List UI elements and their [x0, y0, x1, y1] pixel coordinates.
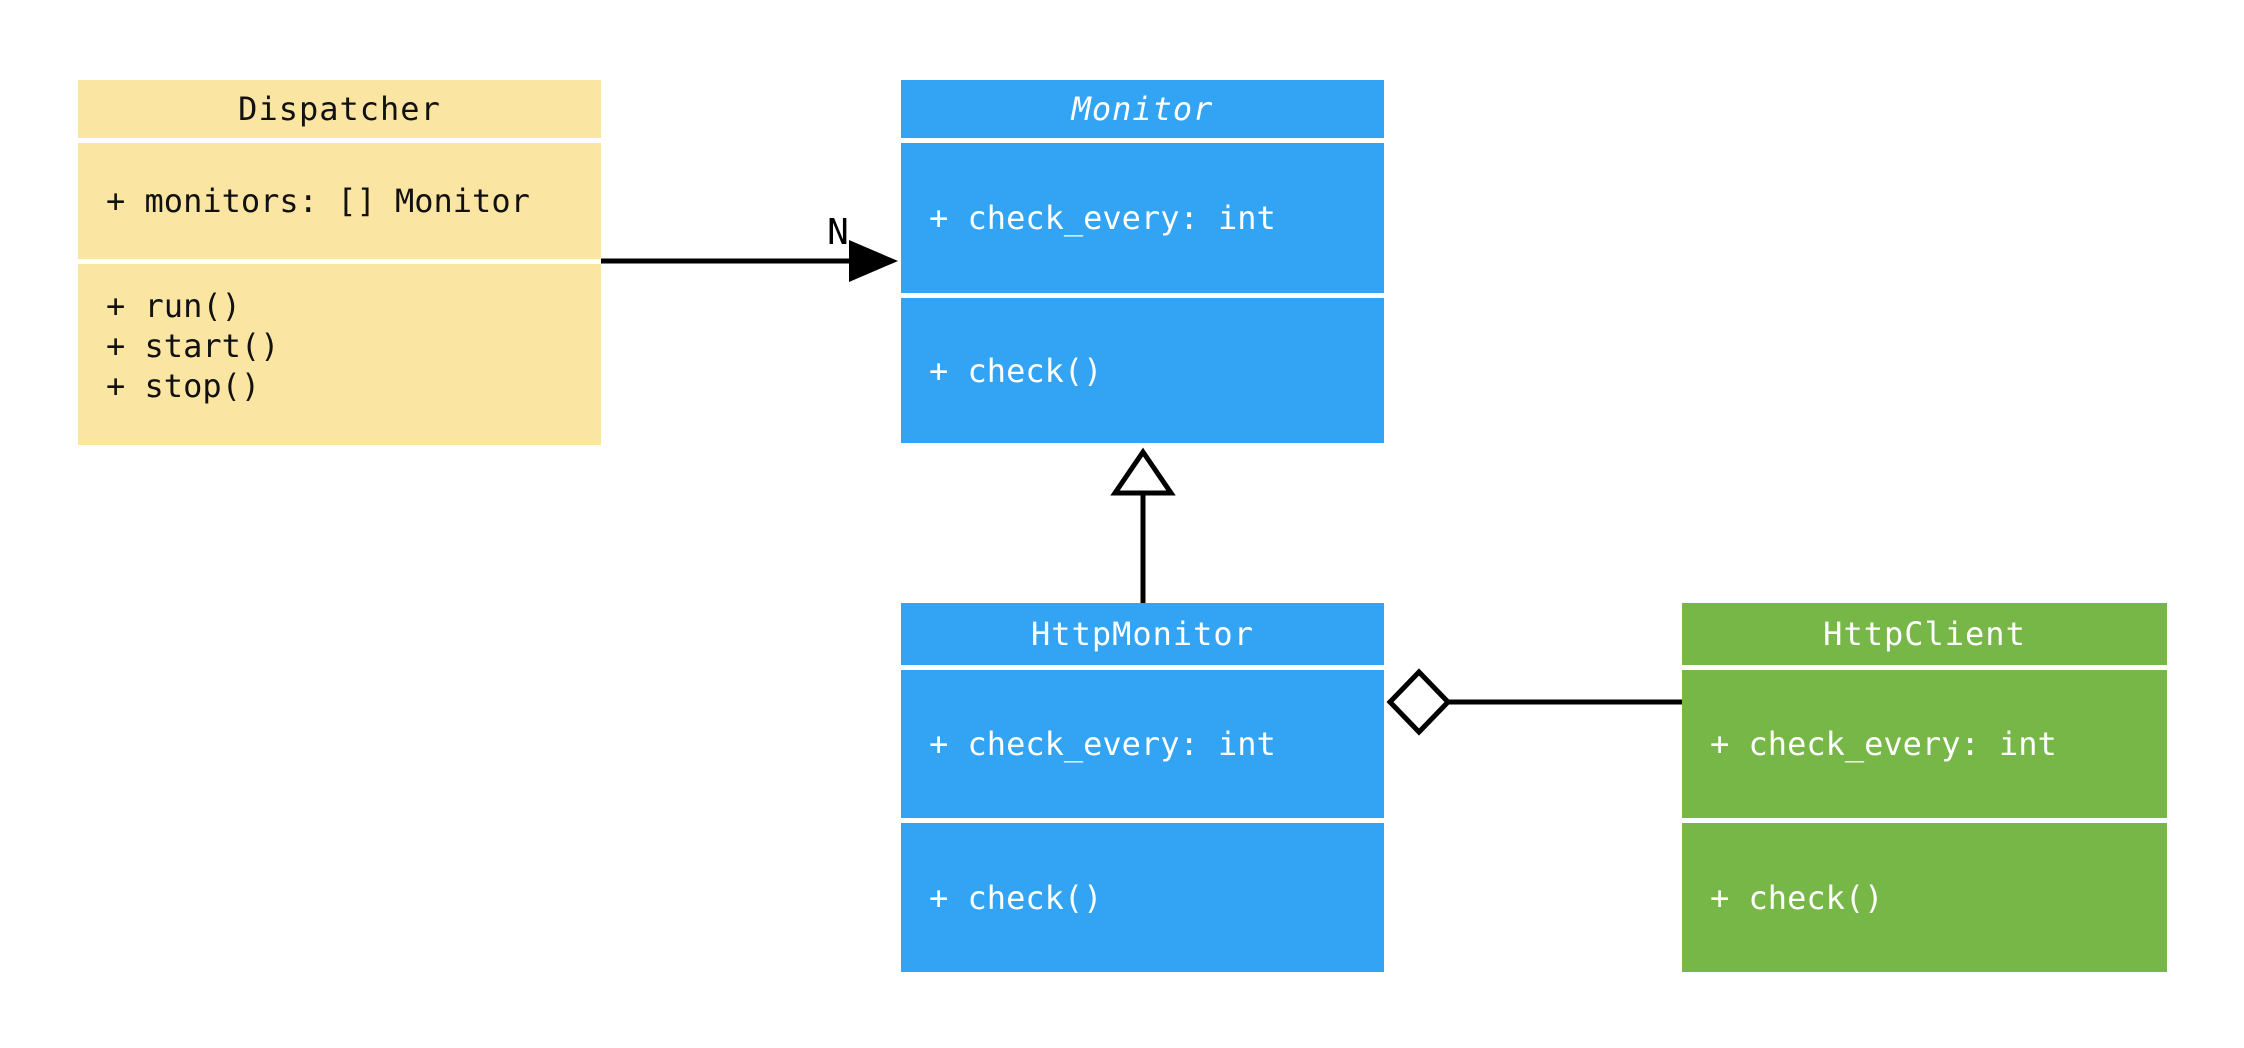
method-line: + check() — [1710, 878, 1884, 917]
method-line: + run() — [106, 287, 241, 325]
methods-compartment: + check() — [901, 823, 1384, 972]
attributes-compartment: + check_every: int — [1682, 670, 2167, 818]
class-title-dispatcher: Dispatcher — [78, 80, 601, 138]
class-box-httpclient[interactable]: HttpClient + check_every: int + check() — [1682, 603, 2167, 972]
class-title-httpclient: HttpClient — [1682, 603, 2167, 665]
hollow-diamond-icon — [1386, 668, 1452, 736]
method-line: + start() — [106, 327, 280, 365]
attributes-compartment: + monitors: [] Monitor — [78, 143, 601, 259]
aggregation-httpmonitor-to-httpclient — [1386, 668, 1682, 736]
attribute-line: + monitors: [] Monitor — [106, 182, 530, 220]
method-line: + stop() — [106, 367, 261, 405]
filled-arrowhead-icon — [849, 240, 898, 282]
class-box-httpmonitor[interactable]: HttpMonitor + check_every: int + check() — [901, 603, 1384, 972]
association-dispatcher-to-monitor: N — [601, 212, 898, 282]
multiplicity-label: N — [827, 212, 849, 253]
methods-compartment: + check() — [1682, 823, 2167, 972]
attributes-compartment: + check_every: int — [901, 143, 1384, 293]
method-line: + check() — [929, 878, 1103, 917]
class-title-monitor: Monitor — [901, 80, 1384, 138]
hollow-triangle-icon — [1110, 447, 1176, 496]
attributes-compartment: + check_every: int — [901, 670, 1384, 818]
class-box-monitor[interactable]: Monitor + check_every: int + check() — [901, 80, 1384, 443]
attribute-line: + check_every: int — [929, 725, 1276, 763]
generalization-httpmonitor-to-monitor — [1110, 447, 1176, 603]
methods-compartment: + run() + start() + stop() — [78, 264, 601, 445]
attribute-line: + check_every: int — [929, 199, 1276, 237]
methods-compartment: + check() — [901, 298, 1384, 443]
class-title-httpmonitor: HttpMonitor — [901, 603, 1384, 665]
class-box-dispatcher[interactable]: Dispatcher + monitors: [] Monitor + run(… — [78, 80, 601, 445]
method-line: + check() — [929, 351, 1103, 390]
attribute-line: + check_every: int — [1710, 725, 2057, 763]
